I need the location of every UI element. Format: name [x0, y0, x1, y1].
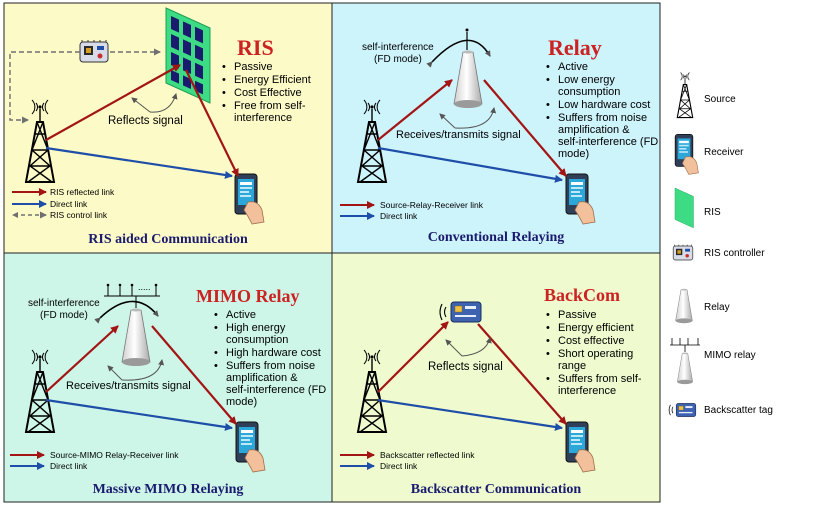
- backcom-bullet-3: Cost effective: [558, 335, 624, 347]
- ris-section: RIS • Passive • Energy Efficient • Cost …: [9, 7, 311, 247]
- svg-text:•: •: [214, 347, 218, 359]
- svg-text:•: •: [214, 322, 218, 334]
- backcom-legend-1: Backscatter reflected link: [380, 450, 475, 460]
- legend-ris-controller-icon: [672, 244, 694, 261]
- legend-ris-controller: RIS controller: [704, 248, 765, 259]
- mimo-antenna-array-icon: .....: [104, 282, 160, 308]
- ris-caption: RIS aided Communication: [88, 232, 248, 247]
- svg-text:•: •: [546, 61, 550, 73]
- panel-relay: [331, 2, 661, 254]
- legend-receiver-icon: [674, 133, 699, 175]
- legend-relay-icon: [675, 288, 693, 324]
- backcom-bullet-1: Passive: [558, 309, 597, 321]
- backcom-title: BackCom: [544, 285, 620, 305]
- relay-si-2: (FD mode): [374, 54, 422, 65]
- backcom-caption: Backscatter Communication: [411, 482, 582, 497]
- relay-bullet-1: Active: [558, 61, 588, 73]
- legend-relay: Relay: [704, 302, 730, 313]
- ris-title: RIS: [237, 35, 274, 60]
- svg-text:•: •: [214, 360, 218, 372]
- ris-surface-icon: [165, 7, 211, 104]
- mimo-annotation: Receives/transmits signal: [66, 380, 191, 392]
- relay-bullet-4: Suffers from noise: [558, 112, 647, 124]
- legend-receiver: Receiver: [704, 147, 744, 158]
- mimo-section: ..... self-interference (FD mode) MIMO R…: [10, 282, 326, 497]
- mimo-si-2: (FD mode): [40, 310, 88, 321]
- legend-ris-icon: [674, 187, 694, 229]
- backcom-annotation: Reflects signal: [428, 361, 503, 373]
- svg-text:•: •: [546, 309, 550, 321]
- relay-bullet-4c: self-interference (FD: [558, 136, 658, 148]
- ris-bullet-4: Free from self-: [234, 100, 306, 112]
- mimo-bullet-4b: amplification &: [226, 372, 298, 384]
- ris-legend-2: Direct link: [50, 199, 88, 209]
- backcom-bullet-4b: range: [558, 360, 586, 372]
- ris-annotation: Reflects signal: [108, 115, 183, 127]
- legend-source-icon: [676, 71, 694, 119]
- svg-text:•: •: [546, 112, 550, 124]
- relay-section: self-interference (FD mode) Relay • Acti…: [340, 28, 658, 245]
- svg-text:•: •: [214, 309, 218, 321]
- mimo-bullet-4d: mode): [226, 396, 257, 408]
- relay-legend-1: Source-Relay-Receiver link: [380, 200, 484, 210]
- legend-mimo-relay-icon: [670, 338, 700, 385]
- mimo-legend-1: Source-MIMO Relay-Receiver link: [50, 450, 179, 460]
- side-legend: Source Receiver RIS RIS controller Relay…: [668, 71, 773, 417]
- svg-text:•: •: [222, 87, 226, 99]
- backcom-bullet-5b: interference: [558, 385, 616, 397]
- mimo-bullet-1: Active: [226, 309, 256, 321]
- svg-text:.....: .....: [138, 282, 151, 292]
- ris-legend-1: RIS reflected link: [50, 187, 115, 197]
- legend-ris: RIS: [704, 207, 721, 218]
- backcom-bullet-2: Energy efficient: [558, 322, 634, 334]
- mimo-caption: Massive MIMO Relaying: [93, 482, 244, 497]
- svg-text:•: •: [222, 61, 226, 73]
- legend-source: Source: [704, 94, 736, 105]
- backcom-bullet-4: Short operating: [558, 348, 633, 360]
- mimo-bullet-4c: self-interference (FD: [226, 384, 326, 396]
- relay-caption: Conventional Relaying: [428, 230, 565, 245]
- mimo-bullet-2: High energy: [226, 322, 286, 334]
- ris-bullet-4b: interference: [234, 112, 292, 124]
- relay-annotation: Receives/transmits signal: [396, 129, 521, 141]
- backcom-legend-2: Direct link: [380, 461, 418, 471]
- legend-backscatter-tag: Backscatter tag: [704, 405, 773, 416]
- mimo-title: MIMO Relay: [196, 286, 299, 306]
- ris-controller-icon: [79, 39, 109, 63]
- backcom-section: BackCom • Passive • Energy efficient • C…: [340, 285, 642, 497]
- legend-backscatter-tag-icon: [668, 403, 697, 417]
- relay-title: Relay: [548, 35, 602, 60]
- mimo-bullet-3: High hardware cost: [226, 347, 321, 359]
- mimo-si-1: self-interference: [28, 298, 100, 309]
- backcom-bullet-5: Suffers from self-: [558, 373, 642, 385]
- mimo-bullet-4: Suffers from noise: [226, 360, 315, 372]
- svg-text:•: •: [546, 335, 550, 347]
- svg-text:•: •: [222, 74, 226, 86]
- ris-bullet-2: Energy Efficient: [234, 74, 311, 86]
- relay-bullet-4b: amplification &: [558, 124, 630, 136]
- svg-text:•: •: [546, 74, 550, 86]
- ris-legend-3: RIS control link: [50, 210, 108, 220]
- relay-bullet-2b: consumption: [558, 86, 620, 98]
- svg-text:•: •: [546, 373, 550, 385]
- panel-mimo: [3, 252, 333, 503]
- ris-bullet-1: Passive: [234, 61, 273, 73]
- panel-backcom: [331, 252, 661, 503]
- svg-text:•: •: [546, 348, 550, 360]
- legend-mimo-relay: MIMO relay: [704, 350, 756, 361]
- svg-text:•: •: [222, 100, 226, 112]
- relay-bullet-2: Low energy: [558, 74, 615, 86]
- mimo-bullet-2b: consumption: [226, 334, 288, 346]
- relay-bullet-3: Low hardware cost: [558, 99, 650, 111]
- svg-text:•: •: [546, 322, 550, 334]
- svg-text:•: •: [546, 99, 550, 111]
- relay-bullet-4d: mode): [558, 148, 589, 160]
- relay-legend-2: Direct link: [380, 211, 418, 221]
- mimo-legend-2: Direct link: [50, 461, 88, 471]
- relay-si-1: self-interference: [362, 42, 434, 53]
- ris-bullet-3: Cost Effective: [234, 87, 302, 99]
